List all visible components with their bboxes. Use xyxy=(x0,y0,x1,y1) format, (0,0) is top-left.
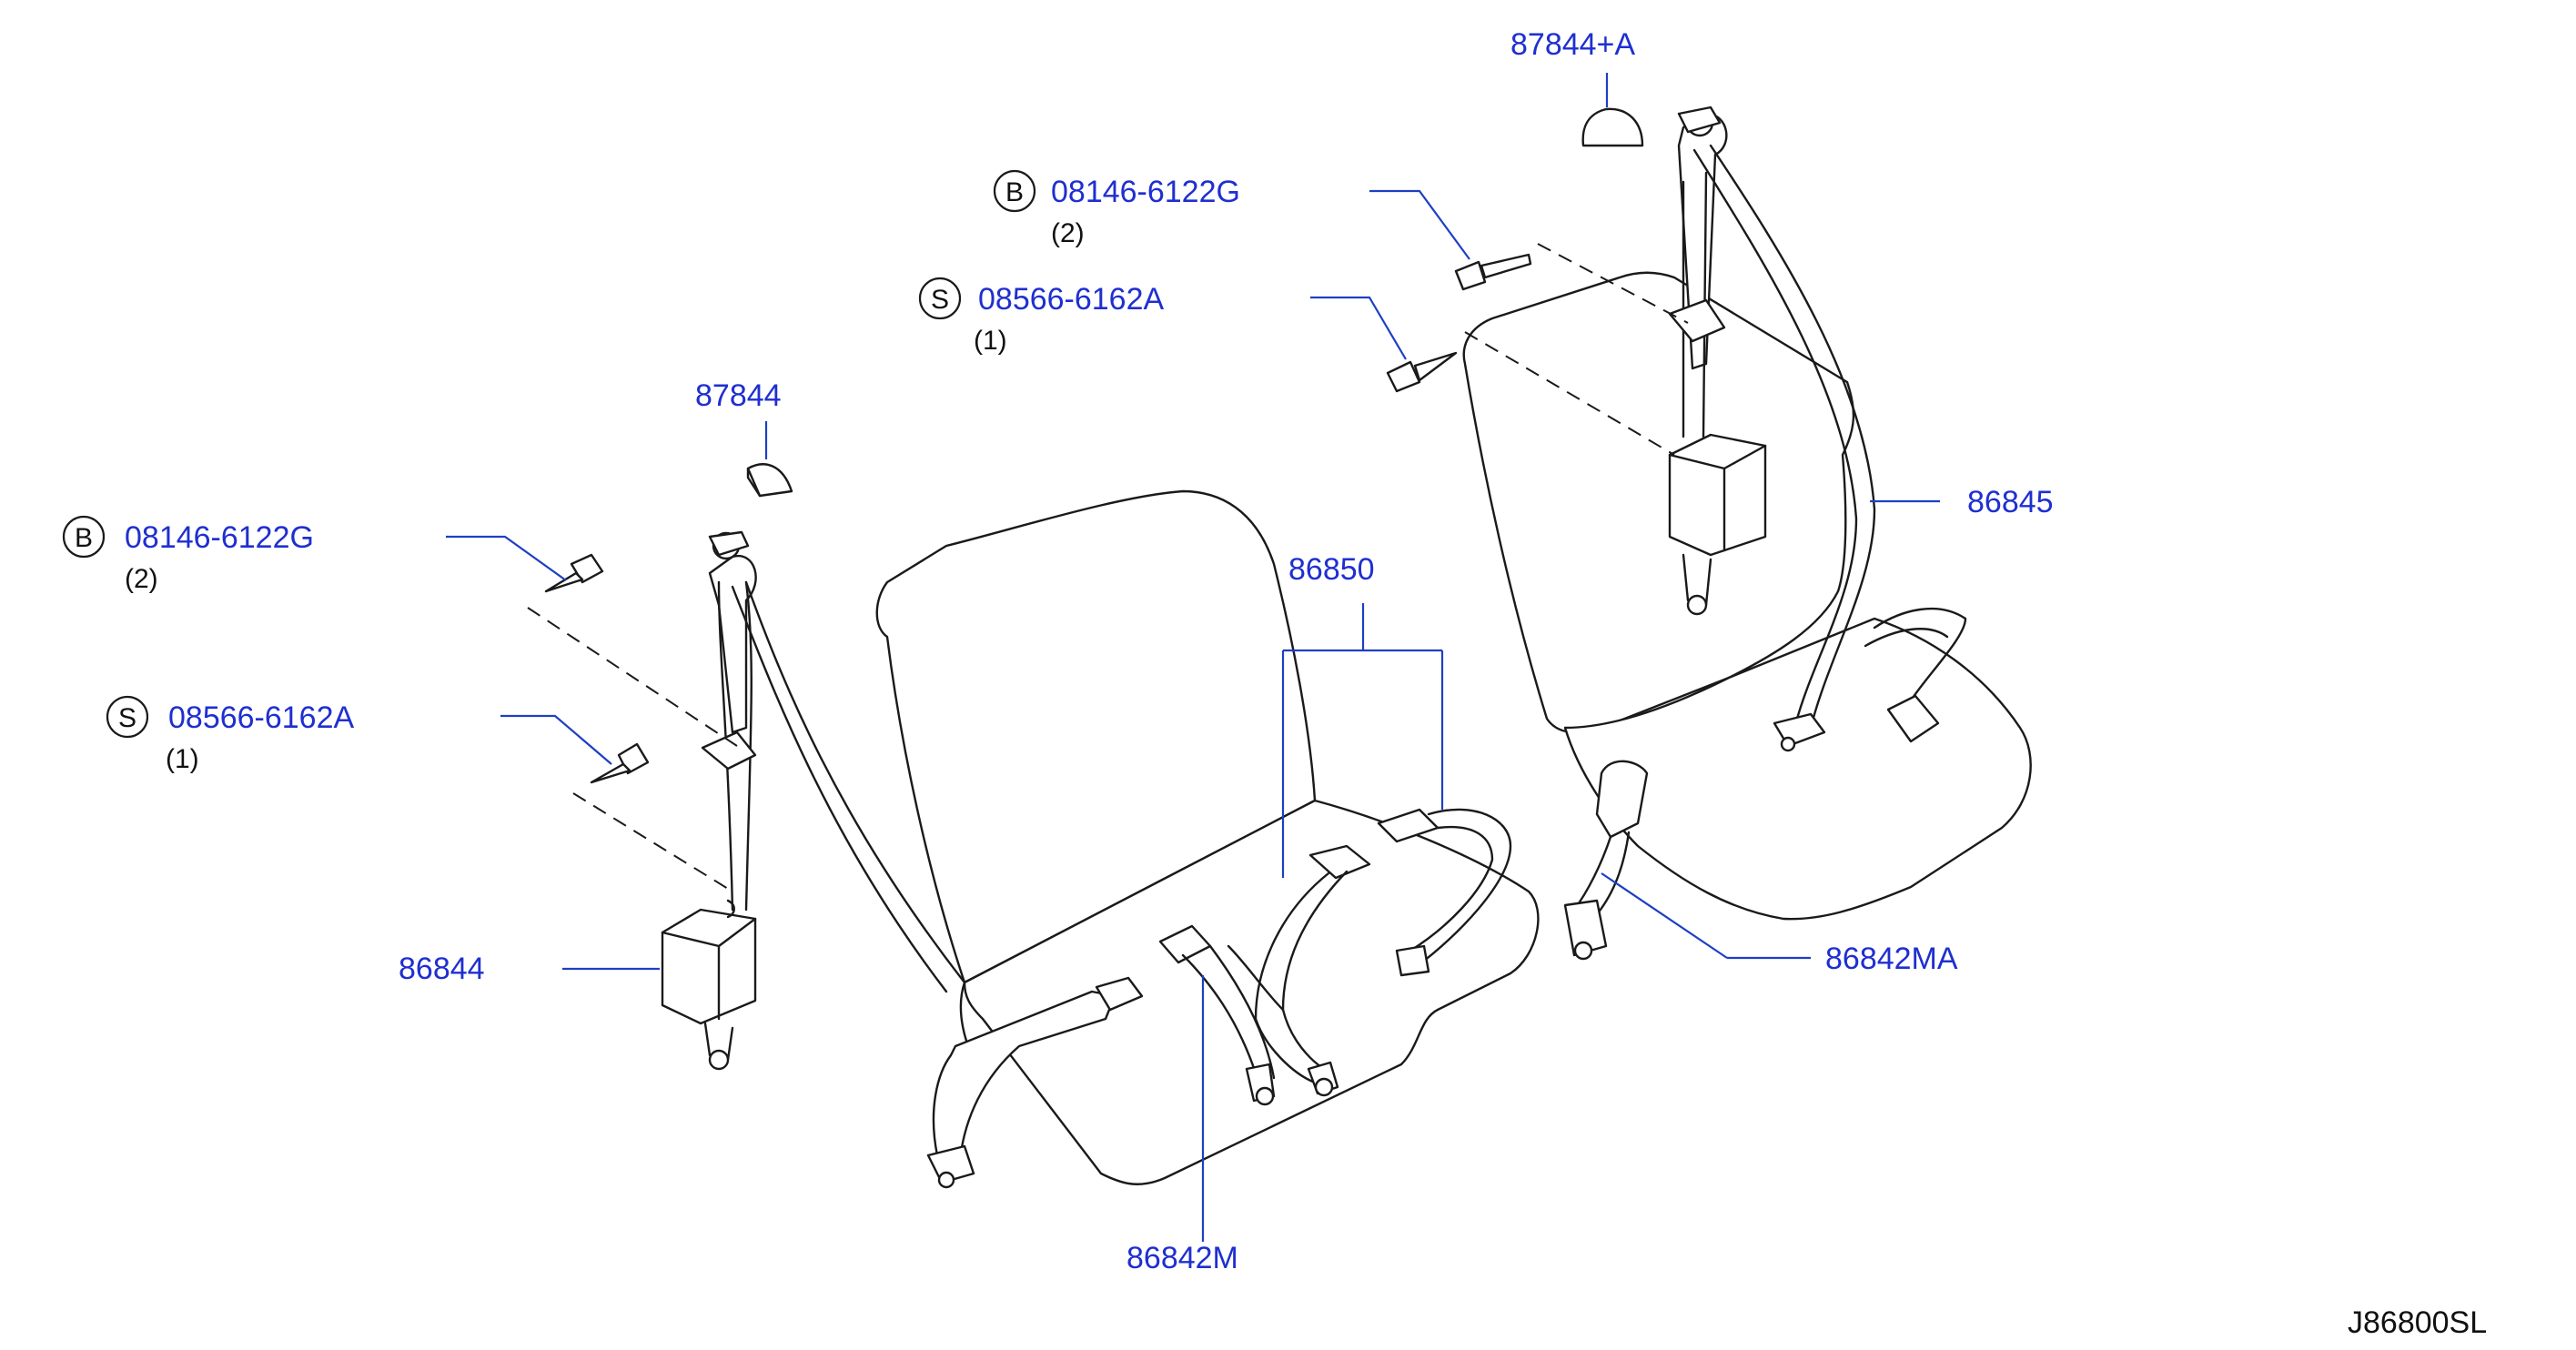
mark-s-circle-left xyxy=(106,695,149,739)
buckle-86842MA xyxy=(1563,760,1649,961)
leader-lines xyxy=(446,73,1940,1242)
clip-87844-right xyxy=(1581,107,1644,147)
mark-b-circle-left xyxy=(62,515,106,559)
labels: 87844+A B 08146-6122G (2) S 08566-6162A … xyxy=(62,27,2487,1340)
qty-bolt-right: (2) xyxy=(1051,218,1085,248)
label-86844: 86844 xyxy=(399,952,485,986)
label-bolt-right: 08146-6122G xyxy=(1051,175,1240,209)
mark-b-right: B xyxy=(1005,177,1024,207)
front-right-seat xyxy=(1462,271,2032,921)
alignment-lines xyxy=(527,243,1689,892)
label-86842MA: 86842MA xyxy=(1825,942,1958,976)
label-87844-A: 87844+A xyxy=(1510,27,1635,62)
label-86842M: 86842M xyxy=(1126,1241,1238,1275)
label-86845: 86845 xyxy=(1967,485,2054,519)
bolt-right-icon xyxy=(1454,253,1532,291)
mark-b-circle-right xyxy=(993,169,1036,213)
right-seat-belt-assembly xyxy=(1668,106,1967,752)
mark-s-right: S xyxy=(931,285,949,315)
label-bolt-left: 08146-6122G xyxy=(125,520,314,555)
screw-left-icon xyxy=(590,742,650,784)
clip-87844-left xyxy=(746,463,793,498)
mark-s-left: S xyxy=(118,703,136,733)
mark-s-circle-right xyxy=(918,277,962,320)
qty-screw-left: (1) xyxy=(166,744,199,774)
left-seat-belt-assembly xyxy=(661,530,966,1071)
label-screw-right: 08566-6162A xyxy=(978,282,1165,317)
qty-bolt-left: (2) xyxy=(125,564,158,594)
label-87844: 87844 xyxy=(695,378,782,413)
mark-b-left: B xyxy=(75,523,93,553)
center-seat-belts xyxy=(926,808,1512,1189)
qty-screw-right: (1) xyxy=(974,326,1007,356)
diagram-code: J86800SL xyxy=(2348,1305,2487,1340)
screw-right-icon xyxy=(1386,351,1458,393)
label-screw-left: 08566-6162A xyxy=(168,700,355,735)
label-86850: 86850 xyxy=(1288,552,1375,587)
bolt-left-icon xyxy=(544,553,604,593)
